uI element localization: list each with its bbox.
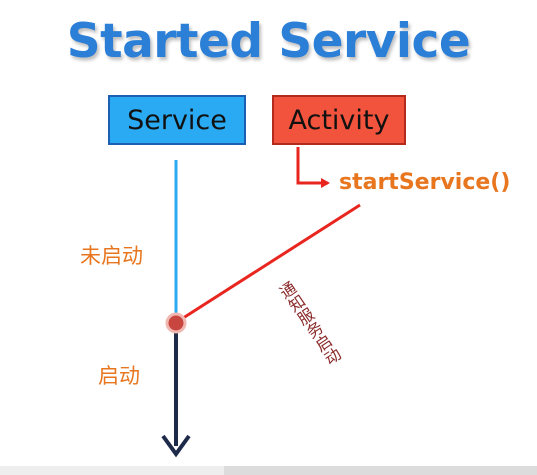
start-point [165, 312, 187, 334]
timeline-arrowhead [161, 434, 191, 458]
call-arrow [296, 147, 330, 188]
state-not-started-label: 未启动 [80, 244, 143, 268]
bottom-strip-shade [224, 466, 537, 475]
service-box: Service [108, 95, 246, 145]
notify-line [179, 203, 361, 322]
service-label: Service [127, 104, 227, 136]
start-service-call-label: startService() [339, 170, 511, 195]
diagram-title: Started Service [66, 14, 471, 69]
activity-box: Activity [272, 95, 406, 145]
activity-label: Activity [288, 104, 390, 136]
state-started-label: 启动 [98, 364, 140, 388]
